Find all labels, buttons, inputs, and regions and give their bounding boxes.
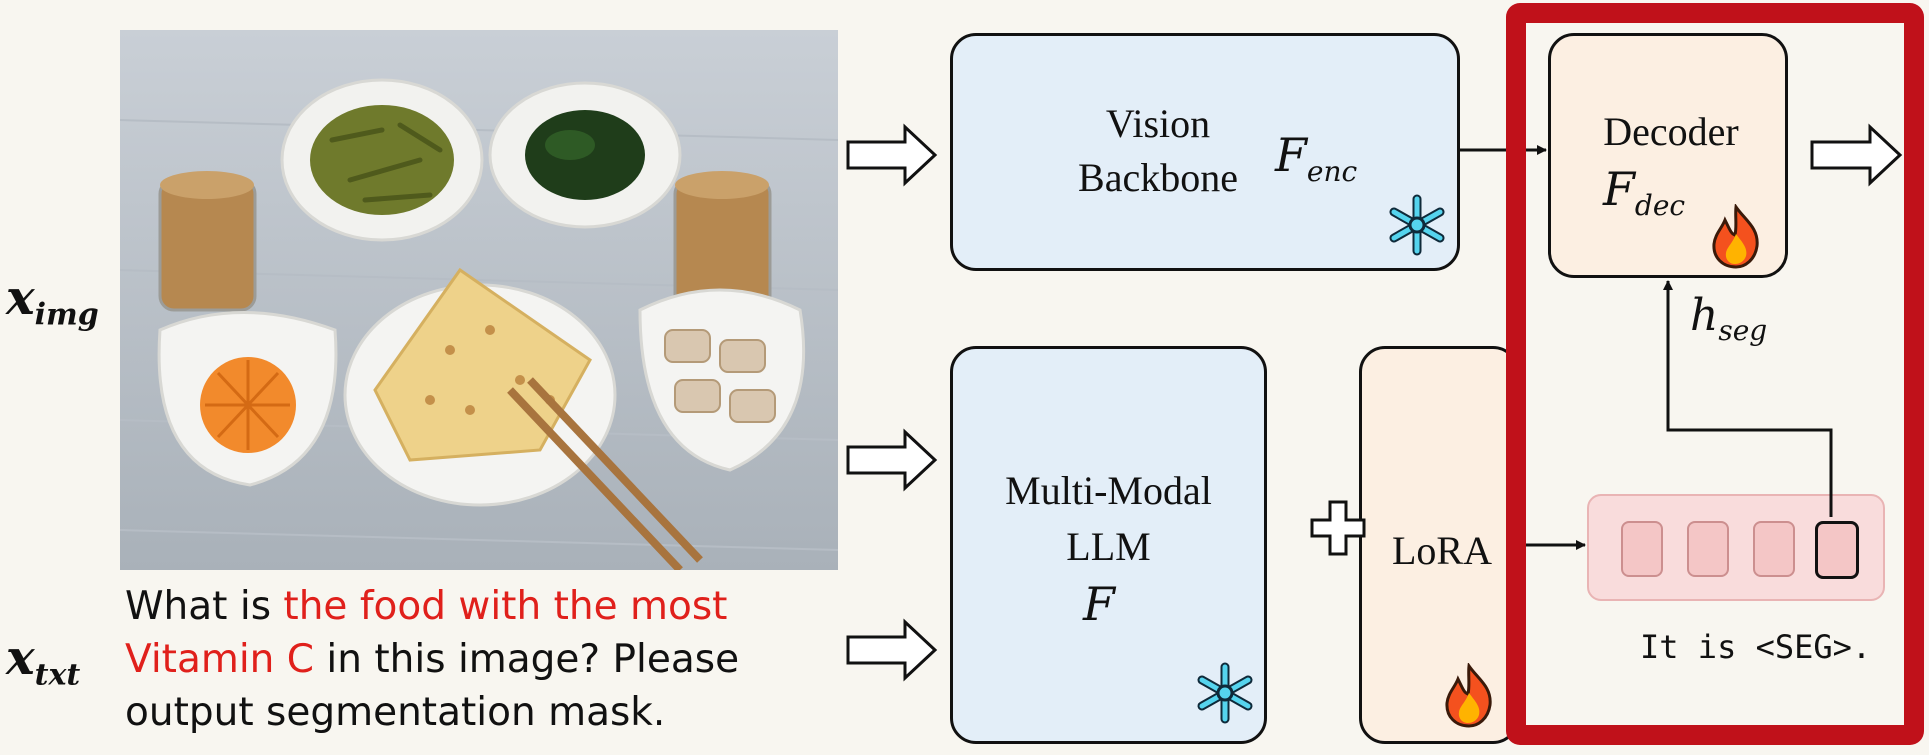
- snowflake-icon: [1389, 194, 1445, 256]
- vision-backbone-box: Vision Backbone Fenc: [950, 33, 1460, 271]
- highlight-frame: [1506, 3, 1924, 745]
- lora-label: LoRA: [1392, 528, 1492, 573]
- arrow-image-to-vision: [846, 123, 938, 187]
- vision-backbone-line2: Backbone: [1078, 155, 1238, 200]
- snowflake-icon: [1197, 662, 1253, 724]
- arrow-image-to-llm: [846, 428, 938, 492]
- flame-icon: [1712, 204, 1759, 269]
- prompt-part3: output segmentation mask.: [125, 690, 666, 735]
- multimodal-llm-box: Multi-Modal LLM F: [950, 346, 1267, 744]
- f-enc-symbol: Fenc: [1275, 128, 1358, 189]
- x-img-label: ximg: [6, 270, 99, 333]
- llm-line2: LLM: [1066, 524, 1151, 569]
- seg-token: [1815, 521, 1859, 579]
- prompt-highlight-2: Vitamin C: [125, 637, 315, 682]
- lora-box: LoRA: [1359, 346, 1519, 744]
- arrow-seg-to-decoder: [1663, 280, 1833, 517]
- f-llm-symbol: F: [1083, 577, 1115, 631]
- flame-icon: [1445, 663, 1492, 728]
- decoder-label: Decoder: [1603, 109, 1739, 154]
- prompt-part1: What is: [125, 584, 284, 629]
- x-txt-label: xtxt: [6, 630, 81, 693]
- prompt-highlight-1: the food with the most: [283, 584, 728, 629]
- text-prompt: What is the food with the most Vitamin C…: [125, 580, 825, 739]
- input-food-photo: [120, 30, 838, 570]
- plus-icon: [1310, 500, 1366, 556]
- decoder-box: Decoder Fdec: [1548, 33, 1788, 278]
- token: [1753, 521, 1795, 577]
- token: [1687, 521, 1729, 577]
- f-dec-symbol: Fdec: [1603, 162, 1686, 223]
- vision-backbone-line1: Vision: [1105, 101, 1211, 146]
- token: [1621, 521, 1663, 577]
- llm-line1: Multi-Modal: [1005, 468, 1212, 513]
- h-seg-label: hseg: [1690, 290, 1768, 347]
- prompt-part2: in this image? Please: [314, 637, 740, 682]
- output-text: It is <SEG>.: [1640, 628, 1872, 666]
- token-sequence: [1587, 494, 1885, 601]
- arrow-decoder-output: [1810, 123, 1903, 187]
- arrow-text-to-llm: [846, 618, 938, 682]
